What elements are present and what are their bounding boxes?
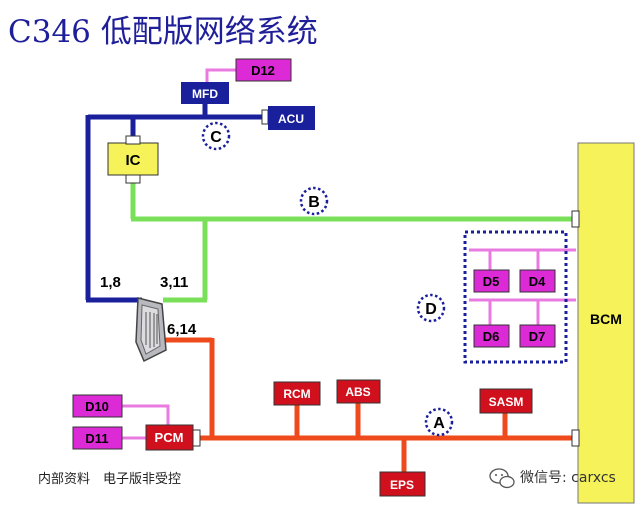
- ic-label: IC: [126, 152, 141, 169]
- bus-marker-c: C: [201, 121, 231, 151]
- bcm-module[interactable]: BCM: [571, 142, 635, 504]
- d10-label: D10: [85, 399, 109, 414]
- acu-module[interactable]: ACU: [261, 106, 315, 130]
- pin-label-3-11: 3,11: [160, 274, 188, 291]
- sasm-module[interactable]: SASM: [479, 388, 533, 414]
- sasm-label: SASM: [489, 395, 524, 409]
- d5-label: D5: [483, 274, 500, 289]
- diagram-title: C346 低配版网络系统: [8, 14, 318, 50]
- footer-note: 内部资料 电子版非受控: [38, 471, 181, 487]
- acu-label: ACU: [278, 112, 304, 126]
- d5-module[interactable]: D5: [473, 269, 510, 293]
- wechat-icon: [489, 468, 515, 489]
- d-group-dotted-frame: [463, 230, 568, 364]
- watermark-text: 微信号: carxcs: [520, 470, 616, 486]
- pin-label-1-8: 1,8: [100, 274, 121, 291]
- bus-marker-a: A: [424, 407, 454, 437]
- eps-label: EPS: [390, 478, 414, 492]
- bus-marker-d: D: [416, 293, 446, 323]
- d6-module[interactable]: D6: [473, 324, 510, 348]
- eps-module[interactable]: EPS: [379, 471, 426, 497]
- rcm-label: RCM: [283, 387, 310, 401]
- svg-text:A: A: [433, 415, 445, 432]
- ic-module[interactable]: IC: [107, 135, 159, 184]
- pcm-module[interactable]: PCM: [145, 424, 201, 451]
- bus-marker-b: B: [299, 186, 329, 216]
- d4-label: D4: [529, 274, 546, 289]
- mfd-label: MFD: [192, 87, 218, 101]
- abs-label: ABS: [345, 385, 370, 399]
- bus-c-wires: [85, 104, 268, 303]
- svg-text:D: D: [425, 301, 437, 318]
- abs-module[interactable]: ABS: [336, 379, 381, 404]
- pcm-label: PCM: [155, 430, 184, 445]
- d7-module[interactable]: D7: [519, 324, 556, 348]
- d11-label: D11: [85, 431, 108, 446]
- svg-text:B: B: [308, 194, 320, 211]
- bcm-label: BCM: [590, 311, 622, 327]
- d10-module[interactable]: D10: [72, 394, 123, 418]
- d4-module[interactable]: D4: [519, 269, 556, 293]
- bus-a-wires: [153, 337, 574, 472]
- local-pink-wires: [122, 68, 576, 440]
- diagnostic-connector: [135, 297, 167, 363]
- d11-module[interactable]: D11: [72, 426, 123, 450]
- d12-module[interactable]: D12: [235, 58, 292, 82]
- pin-label-6-14: 6,14: [167, 321, 197, 338]
- d7-label: D7: [529, 329, 546, 344]
- mfd-module[interactable]: MFD: [181, 82, 229, 104]
- svg-text:C: C: [210, 129, 222, 146]
- d12-label: D12: [251, 63, 275, 78]
- d6-label: D6: [483, 329, 500, 344]
- rcm-module[interactable]: RCM: [273, 381, 321, 406]
